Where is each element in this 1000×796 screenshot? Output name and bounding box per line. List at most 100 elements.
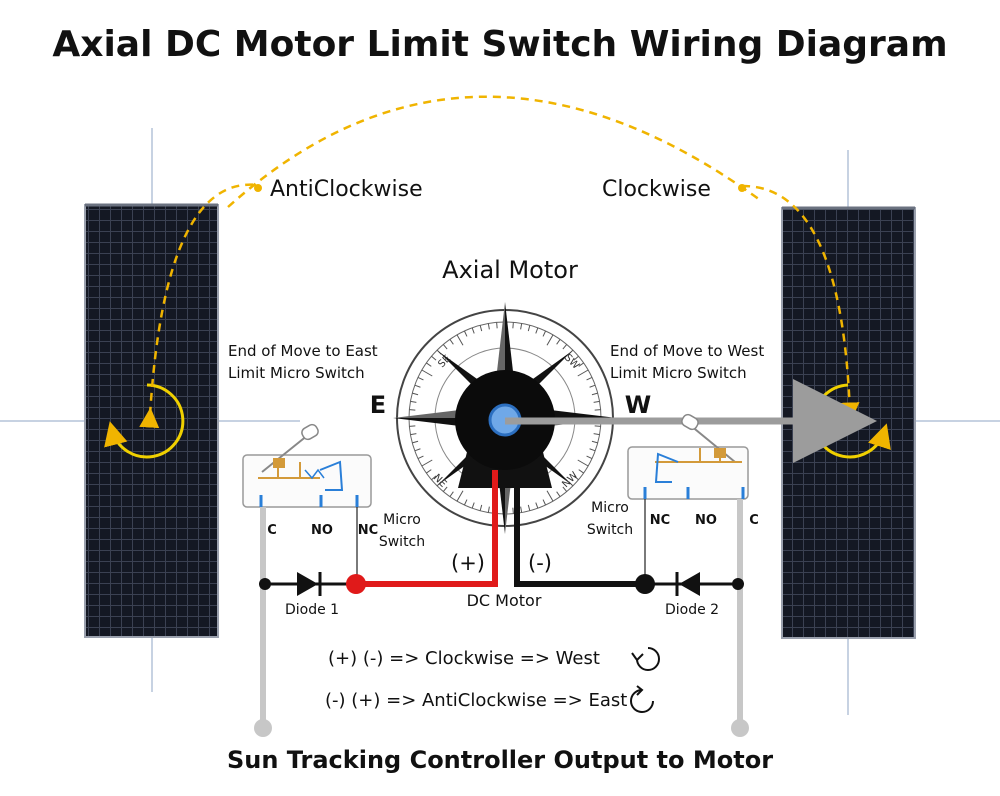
compass-tick (589, 448, 596, 452)
east-micro-label-2: Switch (379, 534, 425, 550)
compass-tick (409, 409, 416, 411)
compass-tick (586, 455, 593, 460)
compass-tick (542, 330, 547, 337)
compass-tick (542, 499, 547, 506)
diode-2-label: Diode 2 (665, 602, 719, 618)
rotation-arc (139, 95, 860, 429)
polarity-plus: (+) (451, 551, 485, 575)
east-pin-c: C (267, 523, 277, 538)
compass-tick (593, 400, 600, 403)
east-micro-switch: C NO NC (242, 423, 378, 538)
compass-tick (431, 355, 437, 361)
compass-tick (556, 491, 561, 497)
diode-1-label: Diode 1 (285, 602, 339, 618)
compass-tick (442, 486, 448, 492)
compass-tick (527, 504, 531, 511)
legend-anticlockwise: (-) (+) => AntiClockwise => East (325, 690, 627, 711)
compass-tick (456, 490, 464, 502)
compass-tick (487, 506, 490, 513)
compass-tick (426, 362, 432, 367)
compass-tick (471, 327, 475, 334)
west-letter: W (625, 391, 651, 419)
west-pin-no: NO (695, 513, 717, 528)
compass-tick (578, 362, 584, 367)
west-micro-label-1: Micro (591, 500, 629, 516)
arc-dot-left (254, 184, 262, 192)
compass-tick (417, 455, 424, 460)
compass-tick (577, 459, 589, 467)
switch-wires (356, 499, 646, 584)
anticlockwise-icon (630, 685, 654, 713)
compass-tick (535, 502, 539, 509)
compass-tick (463, 499, 468, 506)
west-pin-c: C (749, 513, 759, 528)
arc-dot-right (738, 184, 746, 192)
negative-junction (635, 574, 655, 594)
diode-2 (645, 572, 744, 596)
motor-wire-positive (356, 470, 498, 587)
diode-1 (259, 572, 355, 596)
compass-tick (421, 459, 433, 467)
east-switch-caption-2: Limit Micro Switch (228, 364, 365, 382)
compass-tick (591, 392, 598, 396)
compass-tick (414, 448, 421, 452)
compass-tick (431, 475, 437, 481)
west-switch-caption-2: Limit Micro Switch (610, 364, 747, 382)
compass-tick (417, 376, 424, 381)
legend-clockwise: (+) (-) => Clockwise => West (328, 648, 600, 669)
west-micro-switch: NC NO C (627, 413, 759, 528)
compass-tick (562, 344, 568, 350)
compass-tick (449, 491, 454, 497)
compass-tick (512, 322, 514, 329)
compass-tick (487, 323, 490, 330)
compass-tick (426, 469, 432, 474)
compass-tick (412, 392, 419, 396)
east-switch-caption-1: End of Move to East (228, 342, 378, 360)
compass-tick (589, 384, 596, 388)
compass-tick (535, 327, 539, 334)
clockwise-icon (631, 647, 660, 671)
controller-terminal-right (731, 719, 749, 737)
compass-tick (496, 322, 498, 329)
compass-tick (527, 325, 531, 332)
compass-tick (442, 344, 448, 350)
compass-tick (421, 369, 433, 377)
compass-tick (456, 334, 464, 346)
compass-tick (546, 334, 554, 346)
footer-caption: Sun Tracking Controller Output to Motor (227, 746, 773, 774)
compass-tick (573, 475, 579, 481)
compass-tick (414, 384, 421, 388)
west-micro-label-2: Switch (587, 522, 633, 538)
compass-tick (591, 440, 598, 444)
polarity-minus: (-) (528, 551, 552, 575)
compass-tick (556, 339, 561, 345)
compass-tick (577, 369, 589, 377)
solar-panel-east (84, 203, 219, 638)
motor-wire-negative (514, 480, 645, 587)
compass-tick (409, 425, 416, 427)
compass-tick (410, 400, 417, 403)
compass-tick (449, 339, 454, 345)
compass-tick (546, 490, 554, 502)
west-pin-nc: NC (650, 513, 670, 528)
controller-terminal-left (254, 719, 272, 737)
east-letter: E (370, 391, 386, 419)
compass-tick (593, 433, 600, 436)
east-micro-label-1: Micro (383, 512, 421, 528)
compass-tick (562, 486, 568, 492)
west-switch-caption-1: End of Move to West (610, 342, 764, 360)
compass-tick (586, 376, 593, 381)
east-pin-nc: NC (358, 523, 378, 538)
compass-tick (512, 507, 514, 514)
compass-tick (520, 506, 523, 513)
compass-tick (479, 325, 483, 332)
positive-junction (346, 574, 366, 594)
anticlockwise-label: AntiClockwise (270, 177, 423, 202)
rotation-indicator-east (104, 383, 185, 459)
compass-tick (520, 323, 523, 330)
axial-motor-label: Axial Motor (442, 256, 578, 284)
compass-tick (573, 355, 579, 361)
compass-tick (471, 502, 475, 509)
compass-tick (410, 433, 417, 436)
